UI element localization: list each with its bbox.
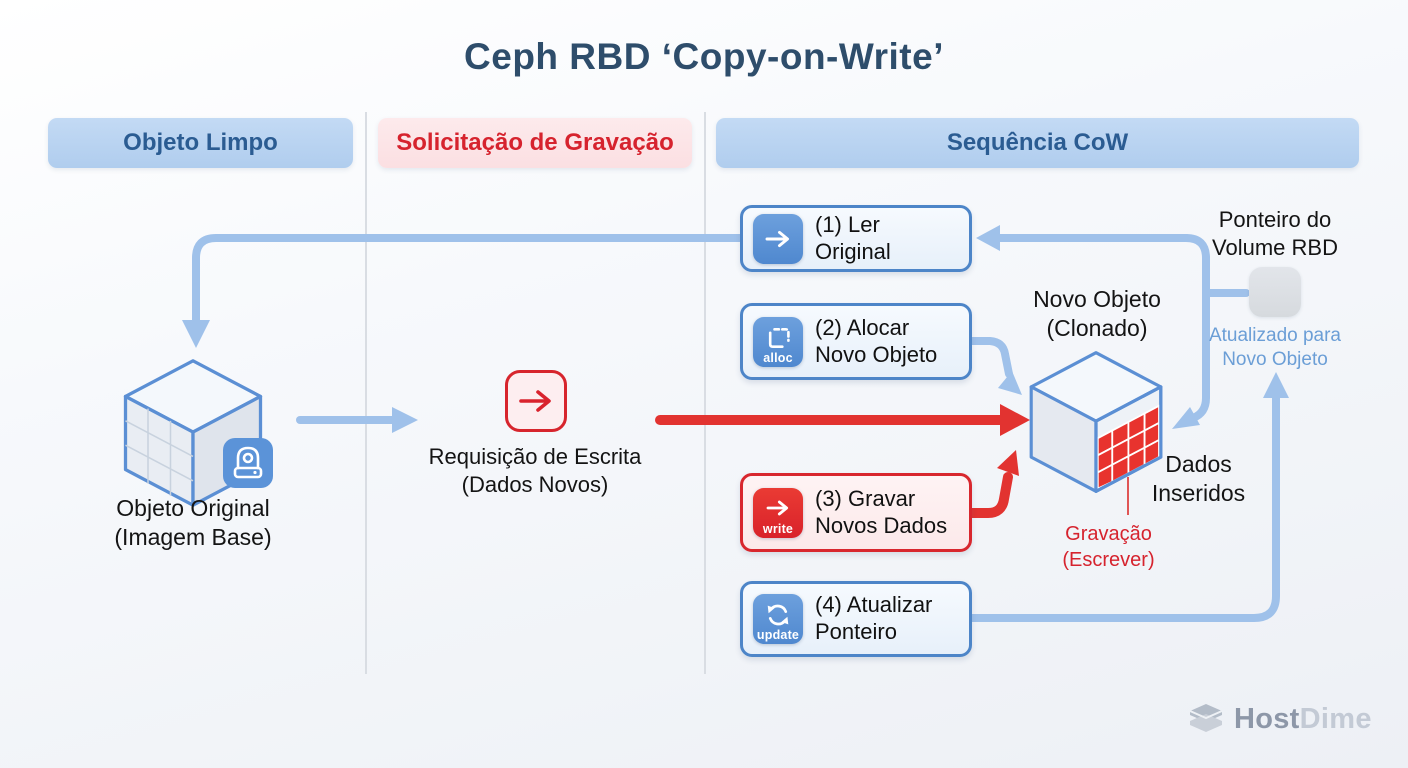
- arrow-read-to-original: [192, 234, 744, 326]
- step-2-label: (2) Alocar Novo Objeto: [815, 314, 938, 367]
- alloc-badge: alloc: [763, 350, 793, 365]
- write-arrow-icon: write: [753, 487, 803, 538]
- pointer-box-icon: [1249, 267, 1301, 317]
- pointer-status-label: Atualizado para Novo Objeto: [1208, 325, 1342, 371]
- write-request-label: Requisição de Escrita (Dados Novos): [428, 444, 642, 498]
- step-4-update-pointer: update (4) Atualizar Ponteiro: [740, 581, 972, 657]
- step-3-label: (3) Gravar Novos Dados: [815, 485, 948, 538]
- column-header-write-request: Solicitação de Gravação: [378, 118, 692, 168]
- arrowhead-alloc: [998, 371, 1022, 395]
- step-4-label: (4) Atualizar Ponteiro: [815, 592, 933, 644]
- arrowhead-write-step: [997, 450, 1019, 476]
- write-leader-line: [1127, 477, 1129, 515]
- write-badge: write: [762, 521, 794, 536]
- update-refresh-icon: update: [753, 594, 803, 644]
- original-object-label: Objeto Original (Imagem Base): [114, 495, 272, 551]
- arrow-alloc-to-newobject: [968, 337, 1013, 378]
- hostdime-stack-icon: [1189, 704, 1223, 732]
- column-divider: [704, 112, 706, 674]
- write-request-icon: [505, 370, 567, 432]
- alloc-icon: alloc: [753, 316, 803, 367]
- arrowhead-down-original: [182, 320, 210, 348]
- arrowhead-update-pointer: [1263, 372, 1289, 398]
- step-1-read-original: (1) Ler Original: [740, 205, 972, 272]
- arrowhead-request: [392, 407, 418, 433]
- write-operation-label: Gravação (Escrever): [1062, 523, 1155, 571]
- new-object-cube: [1029, 351, 1163, 493]
- arrowhead-into-read-step: [976, 225, 1000, 251]
- inserted-data-label: Dados Inseridos: [1151, 451, 1246, 507]
- arrowhead-into-newobject-right: [1172, 407, 1200, 429]
- read-arrow-icon: [753, 213, 803, 264]
- update-badge: update: [756, 628, 800, 642]
- column-header-cow-sequence: Sequência CoW: [716, 118, 1359, 168]
- hostdime-wordmark: HostDime: [1234, 702, 1372, 735]
- rbd-volume-pointer-title: Ponteiro do Volume RBD: [1212, 207, 1338, 261]
- step-3-write-new-data: write (3) Gravar Novos Dados: [740, 473, 972, 552]
- step-2-allocate-object: alloc (2) Alocar Novo Objeto: [740, 303, 972, 380]
- new-object-title: Novo Objeto (Clonado): [1033, 286, 1161, 342]
- protected-disk-icon: [223, 438, 273, 488]
- hostdime-logo: HostDime: [1186, 702, 1372, 736]
- step-1-label: (1) Ler Original: [815, 211, 891, 264]
- arrow-write-step-to-newobject: [967, 472, 1013, 518]
- page-title: Ceph RBD ‘Copy-on-Write’: [464, 36, 944, 77]
- column-divider: [365, 112, 367, 674]
- column-header-clean-object: Objeto Limpo: [48, 118, 353, 168]
